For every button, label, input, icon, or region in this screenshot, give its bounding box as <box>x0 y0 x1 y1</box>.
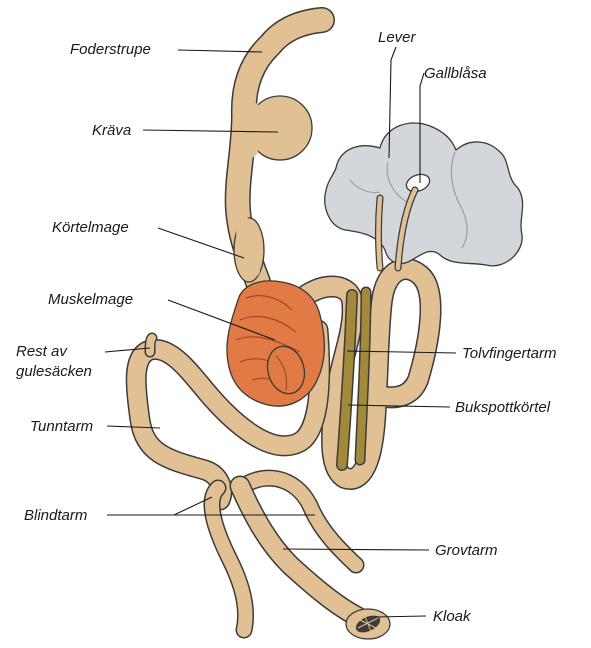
label-lever: Lever <box>378 29 417 46</box>
leader-grovtarm <box>283 549 429 550</box>
label-grovtarm: Grovtarm <box>435 542 498 559</box>
label-kortelmage: Körtelmage <box>52 219 129 236</box>
label-tunntarm: Tunntarm <box>30 418 93 435</box>
label-rest-line2: gulesäcken <box>16 363 92 380</box>
gizzard <box>227 281 324 406</box>
label-krava: Kräva <box>92 122 131 139</box>
label-tolvfingertarm: Tolvfingertarm <box>462 345 556 362</box>
label-foderstrupe: Foderstrupe <box>70 41 151 58</box>
liver <box>325 123 523 266</box>
label-blindtarm: Blindtarm <box>24 507 87 524</box>
label-kloak: Kloak <box>433 608 472 625</box>
cloaca <box>346 609 390 639</box>
label-muskelmage: Muskelmage <box>48 291 133 308</box>
leader-blindtarm <box>107 497 212 515</box>
label-bukspottkortel: Bukspottkörtel <box>455 399 551 416</box>
label-gallblasa: Gallblåsa <box>424 65 487 82</box>
label-rest-line1: Rest av <box>16 343 68 360</box>
